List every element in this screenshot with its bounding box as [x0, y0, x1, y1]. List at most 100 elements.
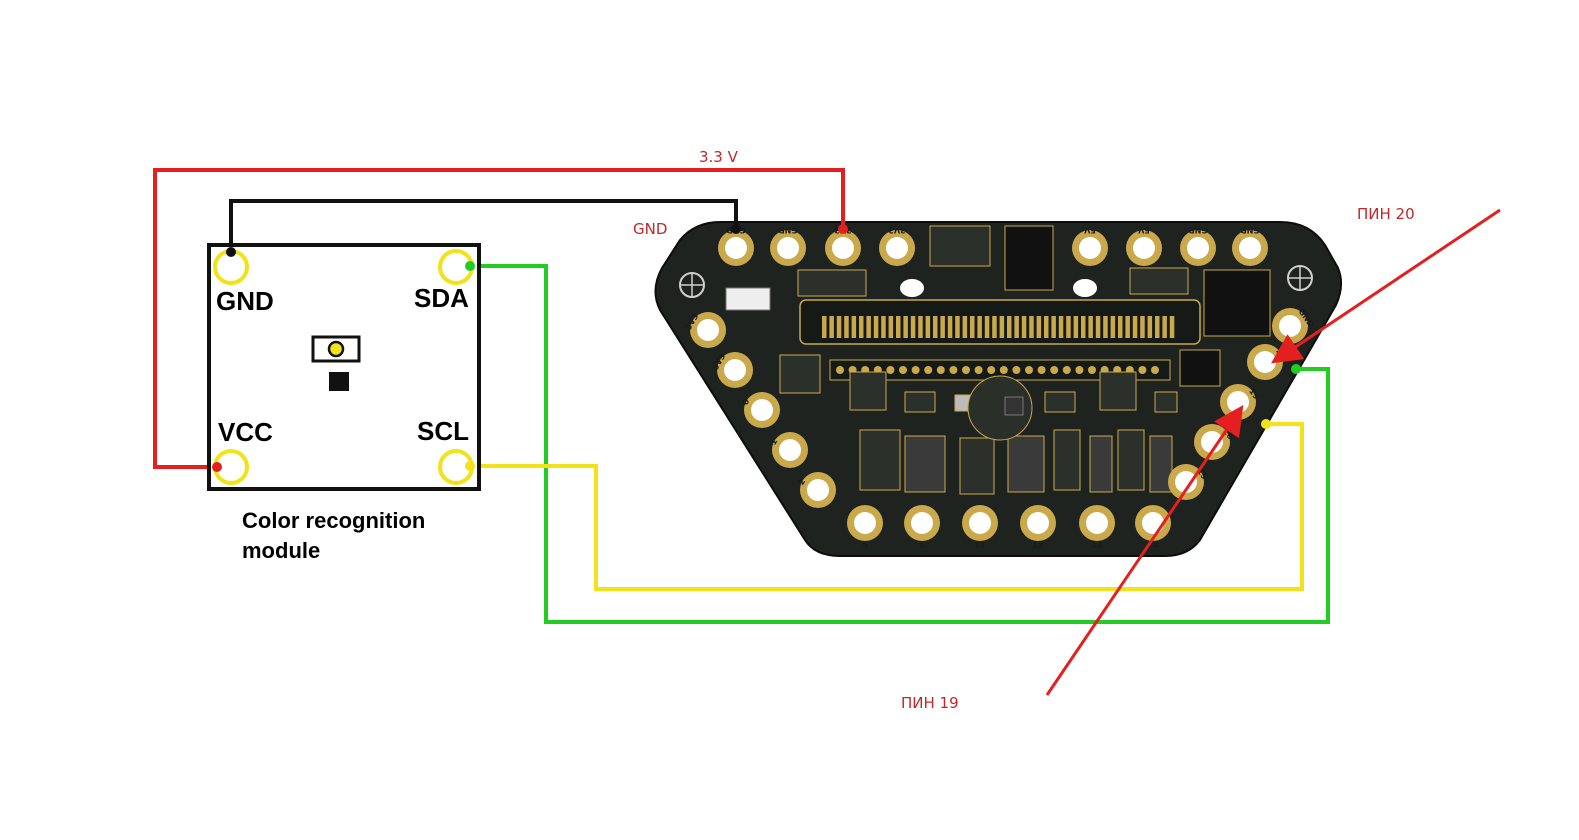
edge-finger: [955, 316, 960, 338]
edge-finger: [1125, 316, 1130, 338]
scl-wire-end: [1261, 419, 1271, 429]
header-pin: [1062, 366, 1071, 374]
board-cutout: [1073, 279, 1097, 297]
color-recognition-module: [207, 243, 481, 491]
edge-finger: [873, 316, 879, 338]
edge-finger: [844, 316, 849, 338]
header-pin: [1088, 366, 1096, 374]
gnd-wire: [229, 199, 738, 260]
edge-finger: [903, 316, 908, 338]
edge-finger: [970, 316, 975, 338]
edge-finger: [829, 316, 834, 338]
pin19-arrow: [1045, 405, 1244, 696]
board-pad-hole: [911, 512, 933, 534]
edge-finger: [1029, 316, 1034, 338]
board-pad-hole: [1227, 391, 1249, 413]
header-pin: [1050, 366, 1059, 374]
edge-finger: [1036, 316, 1042, 338]
board-pad-hole: [1133, 237, 1155, 259]
module-scl-label: SCL: [417, 416, 469, 446]
mounting-hole-left: [679, 272, 705, 298]
edge-finger: [977, 316, 982, 338]
edge-finger: [1081, 316, 1086, 338]
edge-finger: [918, 316, 923, 338]
scl-wire-start: [465, 461, 475, 471]
edge-finger: [896, 316, 901, 338]
edge-finger: [1169, 316, 1175, 338]
header-pin: [924, 366, 933, 374]
board-pad-hole: [886, 237, 908, 259]
board-cutout: [900, 279, 924, 297]
board-pin-label: 14: [1147, 541, 1159, 550]
board-pin-label: 11: [974, 541, 986, 550]
edge-finger: [1051, 316, 1056, 338]
edge-finger: [881, 316, 886, 338]
edge-finger: [925, 316, 931, 338]
header-pin: [1012, 366, 1021, 374]
edge-finger: [859, 316, 864, 338]
edge-finger: [1007, 316, 1012, 338]
edge-finger: [1073, 316, 1079, 338]
board-pin-label: 2: [797, 477, 808, 486]
header-pin: [899, 366, 907, 374]
module-caption-line1: Color recognition: [242, 508, 426, 533]
edge-finger: [1118, 316, 1123, 338]
board-pad-hole: [807, 479, 829, 501]
board-pin-label: GND: [1188, 226, 1208, 235]
edge-finger: [1095, 316, 1101, 338]
edge-finger: [910, 316, 916, 338]
edge-finger: [836, 316, 842, 338]
board-pad-hole: [832, 237, 854, 259]
board-pad-hole: [724, 359, 746, 381]
header-pin: [974, 366, 983, 374]
edge-finger: [1162, 316, 1167, 338]
board-pad-hole: [969, 512, 991, 534]
header-rows: [829, 359, 1171, 381]
pin20-arrow: [1271, 208, 1501, 364]
edge-finger: [1021, 316, 1027, 338]
board-pads: GNDGND3V33V35V5VGNDGND3V33V3012581112131…: [684, 226, 1316, 550]
edge-finger: [999, 316, 1005, 338]
header-pin: [949, 366, 958, 374]
edge-finger: [962, 316, 968, 338]
module-gnd-label: GND: [216, 286, 274, 316]
expansion-board: GNDGND3V33V35V5VGNDGND3V33V3012581112131…: [654, 221, 1342, 557]
edge-finger: [851, 316, 857, 338]
board-pad-hole: [725, 237, 747, 259]
header-pin: [911, 366, 920, 374]
edge-finger: [1155, 316, 1160, 338]
board-pin-label: GND: [1240, 226, 1260, 235]
module-sda-label: SDA: [414, 283, 469, 313]
led-icon: [327, 340, 345, 358]
board-pad-hole: [751, 399, 773, 421]
board-pin-label: GND: [778, 226, 798, 235]
board-pin-label: 5V: [1083, 226, 1096, 235]
board-pin-label: 0: [741, 397, 752, 407]
module-caption-line2: module: [242, 538, 321, 563]
header-pin: [1025, 366, 1033, 374]
sda-wire-end: [1291, 364, 1301, 374]
gnd-wire-end: [731, 224, 741, 234]
voltage-annotation: 3.3 V: [699, 148, 738, 166]
header-pin: [886, 366, 895, 374]
edge-finger: [933, 316, 938, 338]
edge-finger: [822, 316, 827, 338]
board-pad-hole: [697, 319, 719, 341]
gnd-annotation: GND: [633, 220, 668, 238]
header-pin: [1037, 366, 1046, 374]
board-pad-hole: [779, 439, 801, 461]
board-pin-label: 8: [919, 541, 925, 550]
header-pin: [962, 366, 970, 374]
board-pin-label: 5: [862, 541, 868, 550]
edge-finger: [1088, 316, 1093, 338]
module-caption: Color recognition module: [242, 506, 425, 566]
edge-connector-slot: [799, 299, 1201, 345]
vcc-wire-start: [212, 462, 222, 472]
edge-finger: [1103, 316, 1108, 338]
edge-finger: [1066, 316, 1071, 338]
board-pad-hole: [777, 237, 799, 259]
board-pad-hole: [1086, 512, 1108, 534]
board-pad-hole: [1254, 351, 1276, 373]
board-pad-hole: [1187, 237, 1209, 259]
